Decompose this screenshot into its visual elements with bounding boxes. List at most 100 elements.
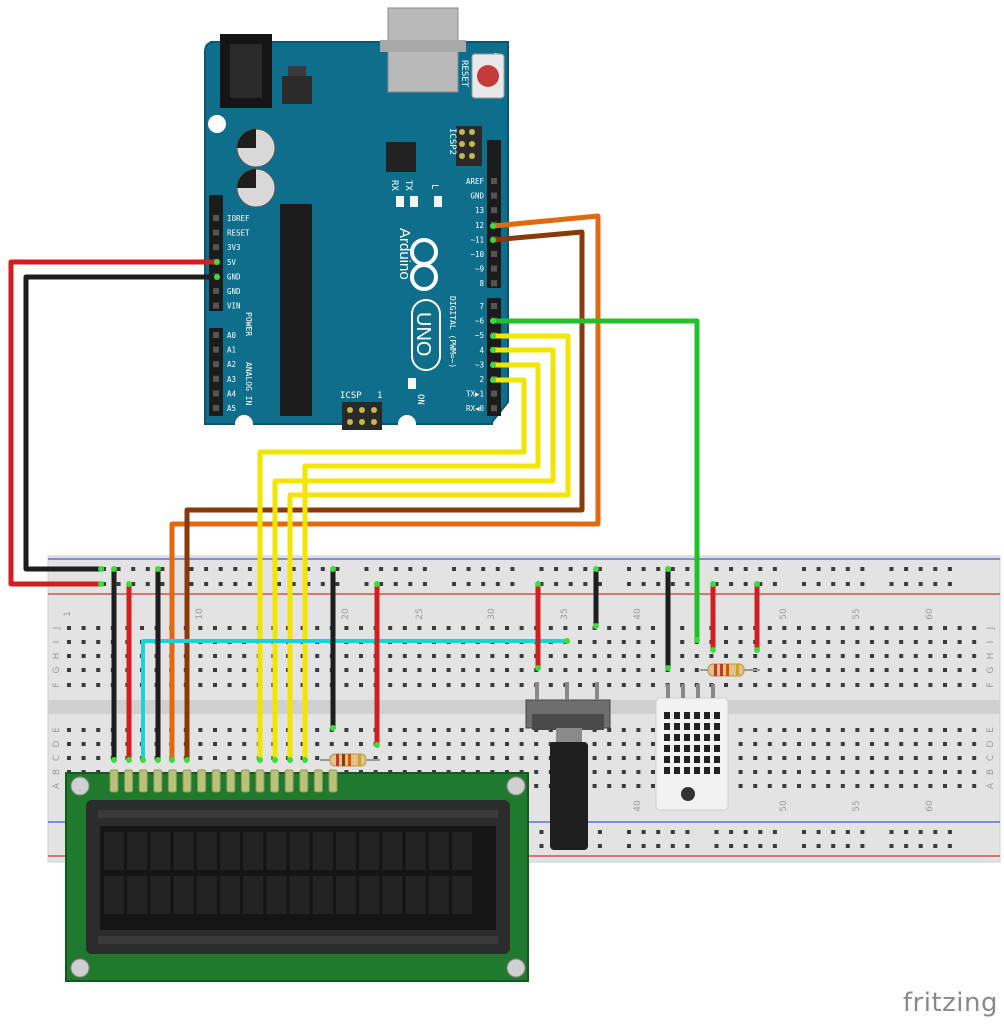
rail-hole xyxy=(335,567,340,571)
breadboard-hole xyxy=(957,640,962,644)
breadboard-hole xyxy=(753,728,758,732)
pin-label: 12 xyxy=(475,221,484,230)
breadboard-hole xyxy=(855,668,860,672)
row-letter: F xyxy=(52,682,62,687)
breadboard-hole xyxy=(943,626,947,630)
breadboard-hole xyxy=(943,683,947,687)
breadboard-hole xyxy=(344,654,349,658)
wire-endpoint xyxy=(535,665,541,671)
breadboard-hole xyxy=(344,728,349,732)
potentiometer[interactable] xyxy=(525,682,611,850)
breadboard-hole xyxy=(636,668,641,672)
breadboard-hole xyxy=(67,683,71,687)
breadboard-hole xyxy=(913,742,918,746)
rail-hole xyxy=(758,830,763,834)
rail-hole xyxy=(627,844,631,848)
breadboard-hole xyxy=(826,784,831,788)
breadboard-hole xyxy=(899,770,904,774)
rail-hole xyxy=(627,582,631,586)
breadboard-hole xyxy=(928,654,933,658)
breadboard-hole xyxy=(227,728,232,732)
breadboard-hole xyxy=(315,728,320,732)
rail-hole xyxy=(408,582,413,586)
rail-hole xyxy=(568,582,573,586)
pin-label: GND xyxy=(227,272,241,281)
breadboard-hole xyxy=(767,742,772,746)
rail-hole xyxy=(335,582,340,586)
wire-endpoint xyxy=(374,581,380,587)
row-letter: J xyxy=(986,627,996,631)
dht-vent xyxy=(704,767,710,774)
breadboard-hole xyxy=(417,728,422,732)
dht-vent xyxy=(674,745,680,752)
row-letter: B xyxy=(52,769,62,775)
mount-hole xyxy=(398,415,416,433)
breadboard-hole xyxy=(957,770,962,774)
rail-hole xyxy=(320,582,325,586)
breadboard-hole xyxy=(651,668,655,672)
rail-hole xyxy=(714,844,719,848)
breadboard-hole xyxy=(213,668,217,672)
column-number: 55 xyxy=(852,800,862,811)
wire-endpoint xyxy=(535,581,541,587)
lcd-pin xyxy=(153,769,163,793)
breadboard-hole xyxy=(928,728,933,732)
breadboard-hole xyxy=(519,668,524,672)
dht-vent xyxy=(674,767,680,774)
breadboard-hole xyxy=(505,756,509,760)
breadboard-hole xyxy=(957,784,962,788)
rail-hole xyxy=(554,567,559,571)
rail-hole xyxy=(831,582,836,586)
breadboard-hole xyxy=(461,742,466,746)
arduino-uno-board: RESET ICSP2 ICSP 1 RX TX L ON Arduino UN… xyxy=(204,7,509,433)
on-label: ON xyxy=(415,394,425,405)
breadboard-hole xyxy=(811,640,816,644)
breadboard-hole xyxy=(388,668,393,672)
lcd-character-cells xyxy=(104,832,472,914)
icsp-label: ICSP xyxy=(340,391,362,401)
mount-hole xyxy=(208,115,226,133)
breadboard-hole xyxy=(767,654,772,658)
breadboard-hole xyxy=(753,770,758,774)
rail-hole xyxy=(933,582,938,586)
lcd-screw xyxy=(506,958,526,978)
breadboard-hole xyxy=(242,756,247,760)
breadboard-hole xyxy=(840,654,845,658)
icsp-pin xyxy=(371,407,377,413)
wire-endpoint xyxy=(710,647,716,653)
breadboard-hole xyxy=(198,654,203,658)
breadboard-hole xyxy=(621,742,626,746)
breadboard-hole xyxy=(505,728,509,732)
rx-label: RX xyxy=(389,180,399,191)
row-letter: C xyxy=(986,755,996,761)
breadboard-hole xyxy=(753,742,758,746)
breadboard-hole xyxy=(913,654,918,658)
pin-label: A2 xyxy=(227,360,236,369)
row-letter: D xyxy=(986,740,996,747)
rail-hole xyxy=(641,830,646,834)
breadboard-hole xyxy=(621,626,626,630)
reset-button[interactable] xyxy=(477,65,499,87)
breadboard-hole xyxy=(636,640,641,644)
breadboard-hole xyxy=(578,626,582,630)
breadboard-hole xyxy=(797,640,801,644)
potentiometer-knob[interactable] xyxy=(550,742,588,850)
breadboard-hole xyxy=(519,654,524,658)
breadboard-hole xyxy=(67,626,71,630)
breadboard-hole xyxy=(738,654,743,658)
breadboard-hole xyxy=(957,626,962,630)
dht-vent xyxy=(664,723,670,730)
breadboard-hole xyxy=(870,668,874,672)
rail-hole xyxy=(933,567,938,571)
lcd-cell xyxy=(382,832,403,870)
breadboard-hole xyxy=(81,742,86,746)
rail-hole xyxy=(729,582,734,586)
header-pin xyxy=(213,288,219,294)
resistor xyxy=(320,753,380,767)
row-letter: G xyxy=(52,666,62,673)
lcd-cell xyxy=(127,832,148,870)
dht-vent xyxy=(704,734,710,741)
dht-vent xyxy=(714,745,720,752)
breadboard-hole xyxy=(359,654,363,658)
power-header xyxy=(209,195,223,311)
